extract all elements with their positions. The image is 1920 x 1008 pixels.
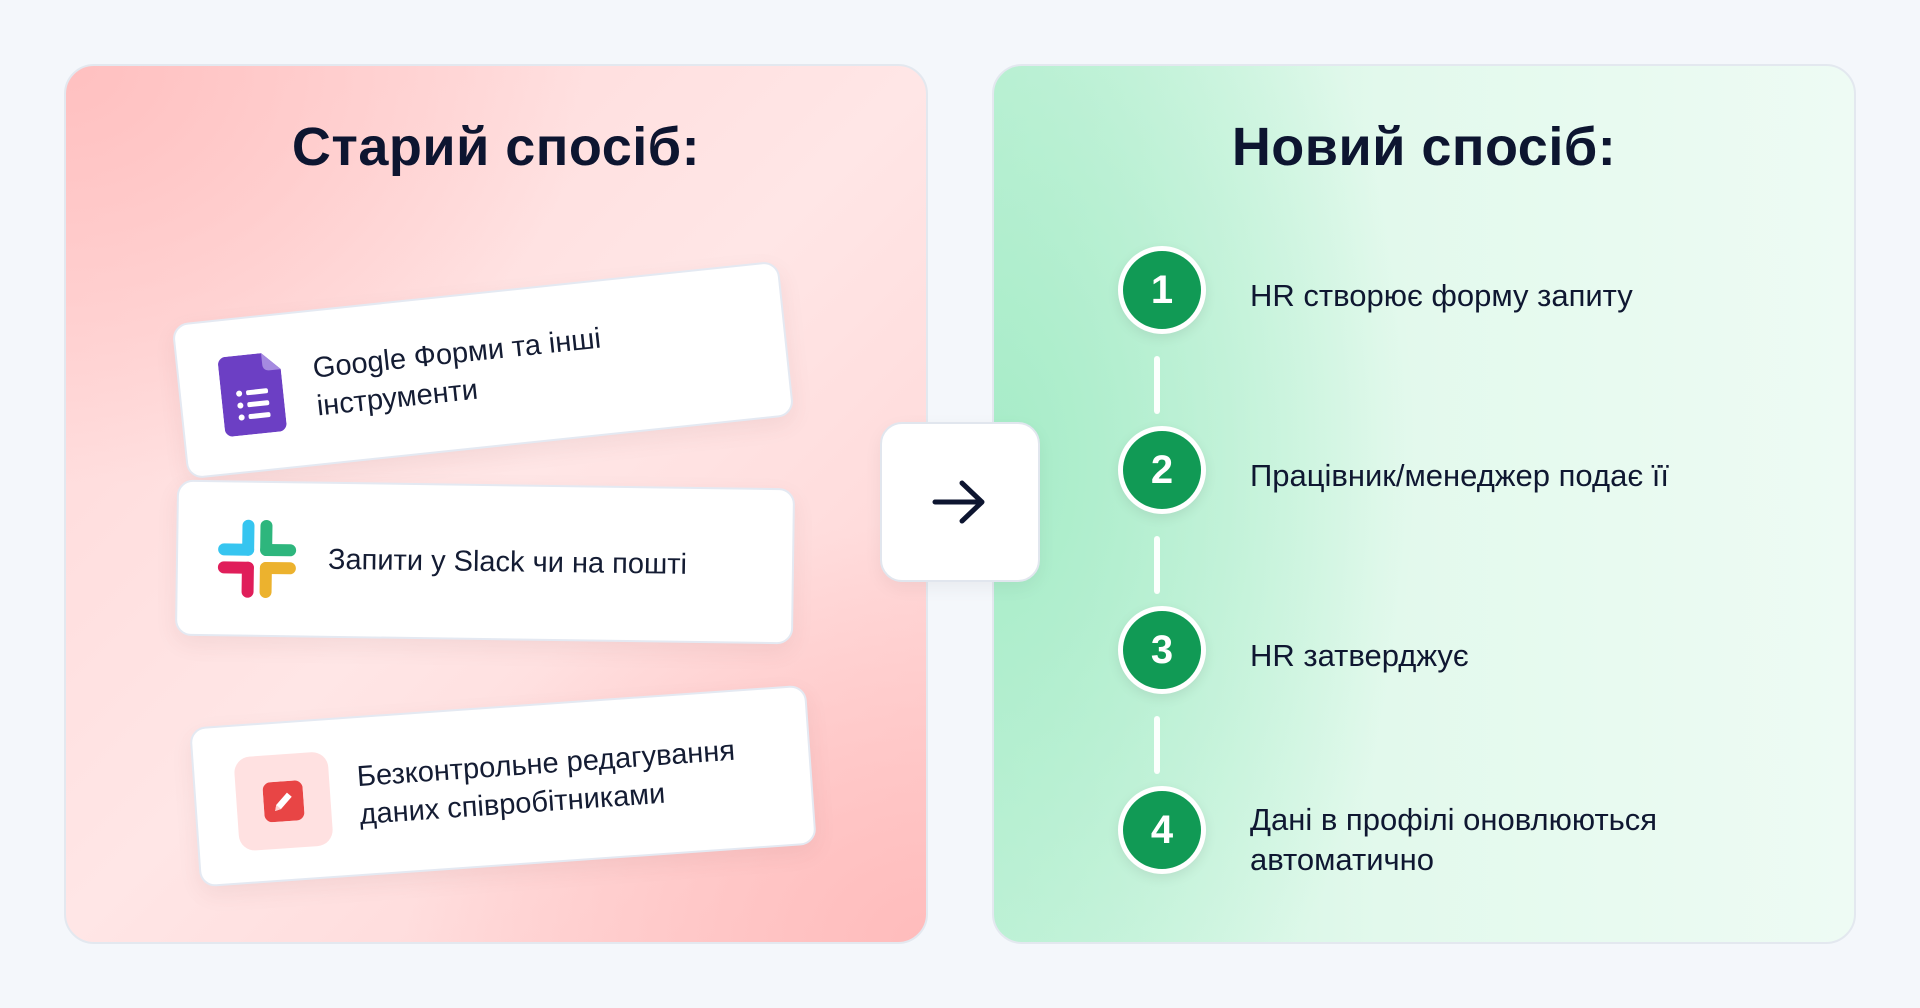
step-connector	[1154, 356, 1160, 414]
old-way-card-slack: Запити у Slack чи на пошті	[174, 479, 796, 645]
old-way-item-1-text: Google Форми та інші інструменти	[311, 322, 603, 423]
step-number-2: 2	[1118, 426, 1206, 514]
old-way-item-3-text: Безконтрольне редагування даних співробі…	[355, 734, 737, 832]
transition-arrow-box	[880, 422, 1040, 582]
arrow-right-icon	[932, 480, 985, 524]
step-connector	[1154, 536, 1160, 594]
step-number-4: 4	[1118, 786, 1206, 874]
old-way-card-editing: Безконтрольне редагування даних співробі…	[189, 684, 817, 888]
old-way-card-google-forms: Google Форми та інші інструменти	[171, 260, 795, 480]
old-way-title: Старий спосіб:	[291, 117, 701, 177]
step-text-2: Працівник/менеджер подає її	[1250, 458, 1669, 493]
step-number-3: 3	[1118, 606, 1206, 694]
google-forms-icon	[218, 353, 287, 437]
slack-icon	[217, 519, 297, 598]
old-way-item-2-text: Запити у Slack чи на пошті	[327, 543, 688, 581]
new-way-title: Новий спосіб:	[1231, 117, 1617, 177]
old-way-panel: Старий спосіб: Google Форми та інші інст…	[64, 64, 928, 944]
step-connector	[1154, 716, 1160, 774]
edit-icon-box	[233, 751, 334, 852]
step-number-1: 1	[1118, 246, 1206, 334]
new-way-panel: Новий спосіб: 1 HR створює форму запиту …	[992, 64, 1856, 944]
step-text-3: HR затверджує	[1250, 638, 1469, 673]
edit-icon	[262, 780, 305, 823]
step-text-1: HR створює форму запиту	[1250, 278, 1633, 313]
step-text-4: Дані в профілі оновлюються автоматично	[1250, 802, 1658, 877]
